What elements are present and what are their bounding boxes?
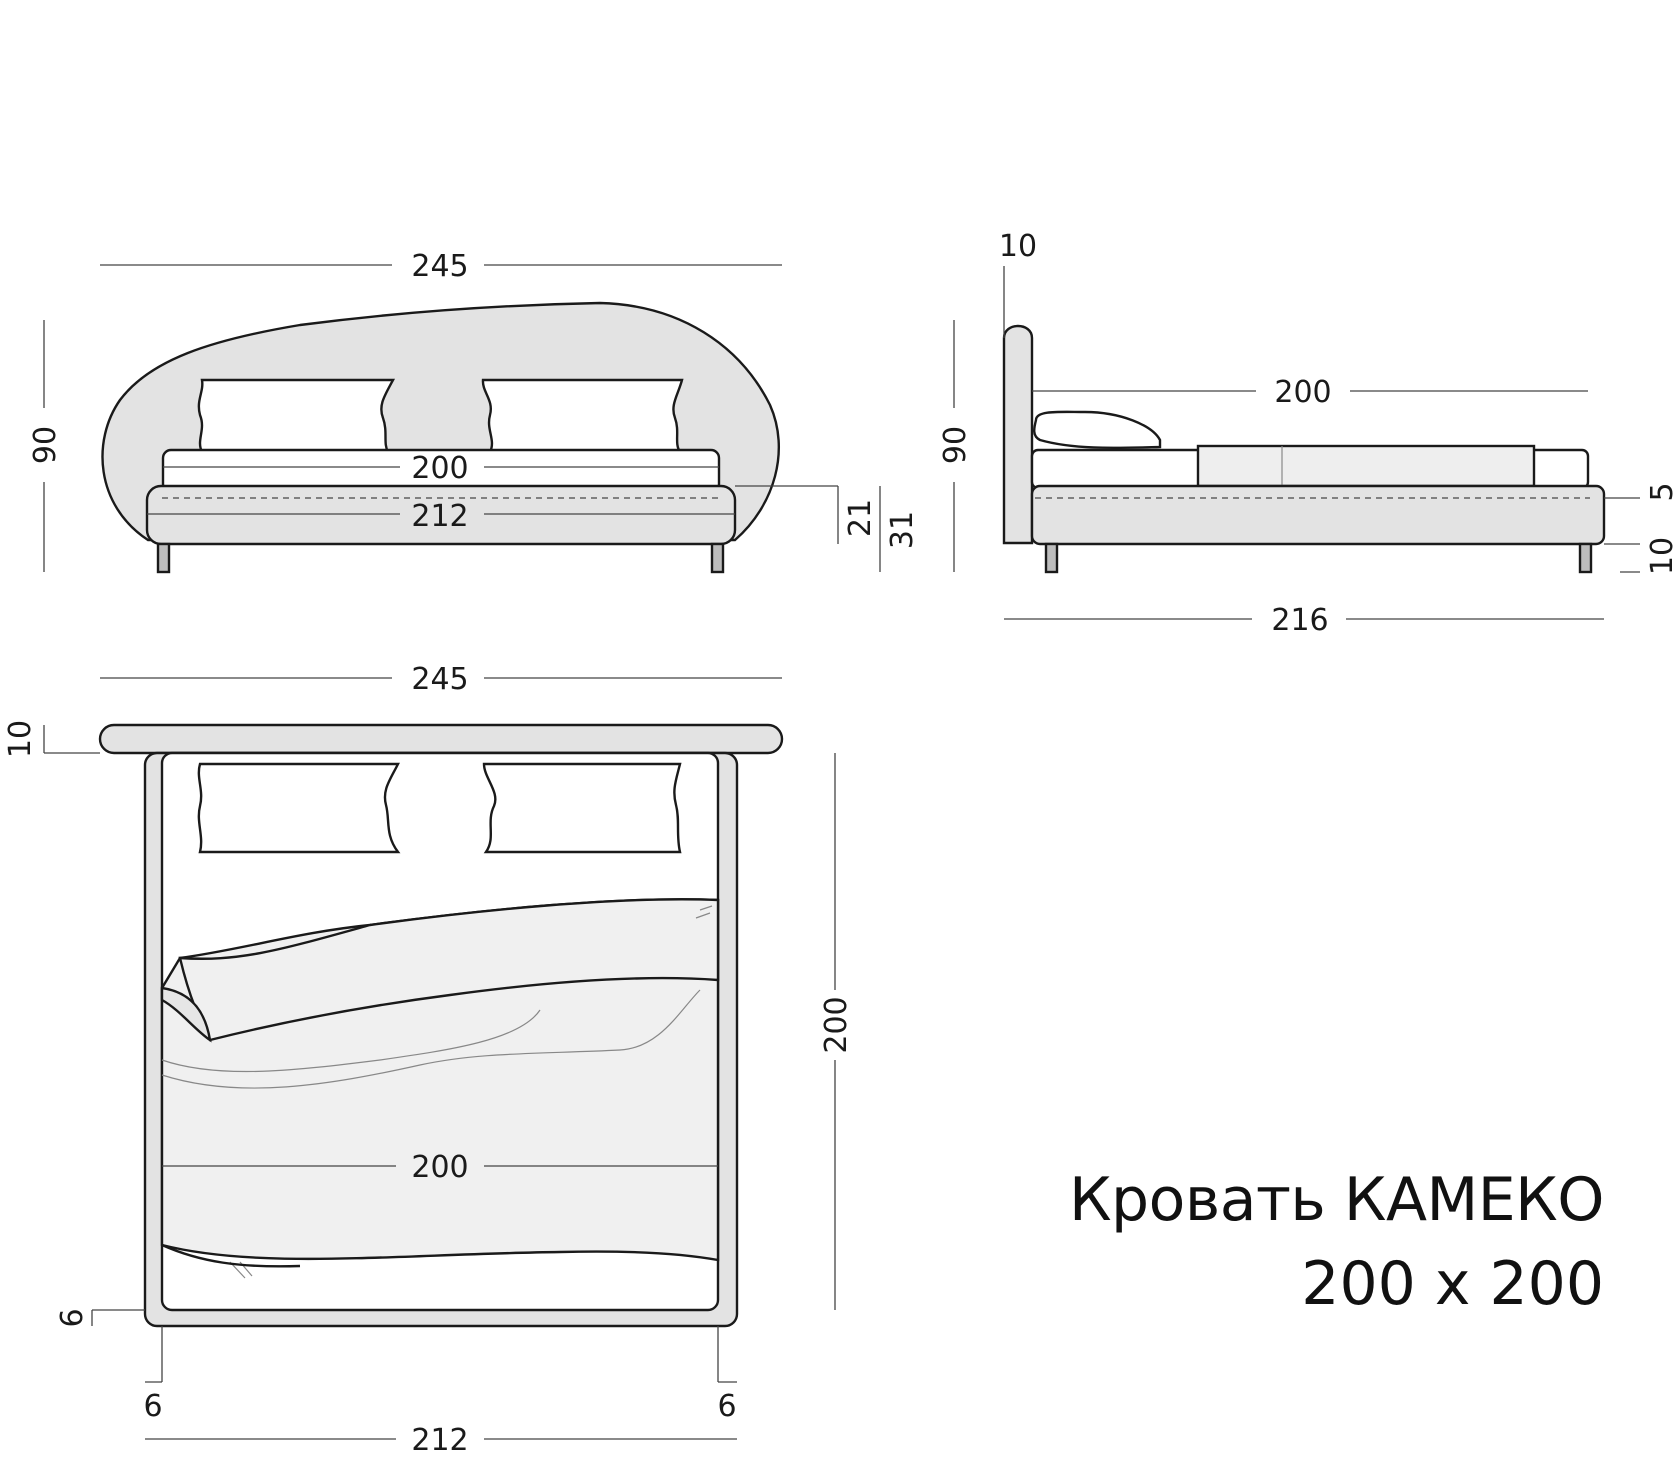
top-headboard [98, 723, 784, 755]
front-base-height: 31 [885, 511, 920, 549]
front-frame-height: 21 [843, 499, 878, 537]
side-frame [1030, 484, 1606, 546]
top-frame-edge-left: 6 [143, 1389, 162, 1424]
top-length: 200 [819, 996, 854, 1053]
front-pillow-right [481, 378, 684, 454]
product-name: Кровать КАМЕКО [1068, 1165, 1605, 1235]
side-view: 10 90 200 5 10 216 [938, 229, 1680, 638]
front-mattress-width: 200 [411, 451, 468, 486]
side-leg-height: 10 [1645, 537, 1680, 575]
top-view: 245 10 200 200 6 6 6 212 [3, 662, 854, 1458]
side-headboard [1002, 324, 1034, 545]
side-mattress-length: 200 [1274, 375, 1331, 410]
front-leg-right [710, 542, 725, 574]
side-leg-right [1578, 542, 1593, 574]
side-headboard-thickness: 10 [999, 229, 1037, 264]
side-height: 90 [938, 426, 973, 464]
side-overall-length: 216 [1271, 603, 1328, 638]
top-pillow-right [482, 762, 682, 854]
top-mattress-width: 200 [411, 1150, 468, 1185]
top-frame-edge-bottom: 6 [55, 1308, 90, 1327]
side-leg-left [1044, 542, 1059, 574]
title-block: Кровать КАМЕКО 200 x 200 [1068, 1158, 1605, 1326]
top-overall-width: 245 [411, 662, 468, 697]
top-blanket-fold [178, 898, 720, 1042]
side-mattress-inset: 5 [1645, 482, 1680, 501]
front-frame [145, 484, 737, 546]
side-blanket [1196, 444, 1536, 488]
front-leg-left [156, 542, 171, 574]
front-pillow-left [197, 378, 396, 454]
top-headboard-depth: 10 [3, 720, 38, 758]
front-overall-width: 245 [411, 249, 468, 284]
top-pillow-left [197, 762, 401, 854]
front-frame-width: 212 [411, 499, 468, 534]
front-view: 245 90 200 212 21 31 [28, 249, 920, 574]
side-pillow [1033, 410, 1162, 450]
top-frame-edge-right: 6 [717, 1389, 736, 1424]
front-height: 90 [28, 426, 63, 464]
top-frame-width: 212 [411, 1423, 468, 1458]
product-size: 200 x 200 [1301, 1249, 1604, 1319]
